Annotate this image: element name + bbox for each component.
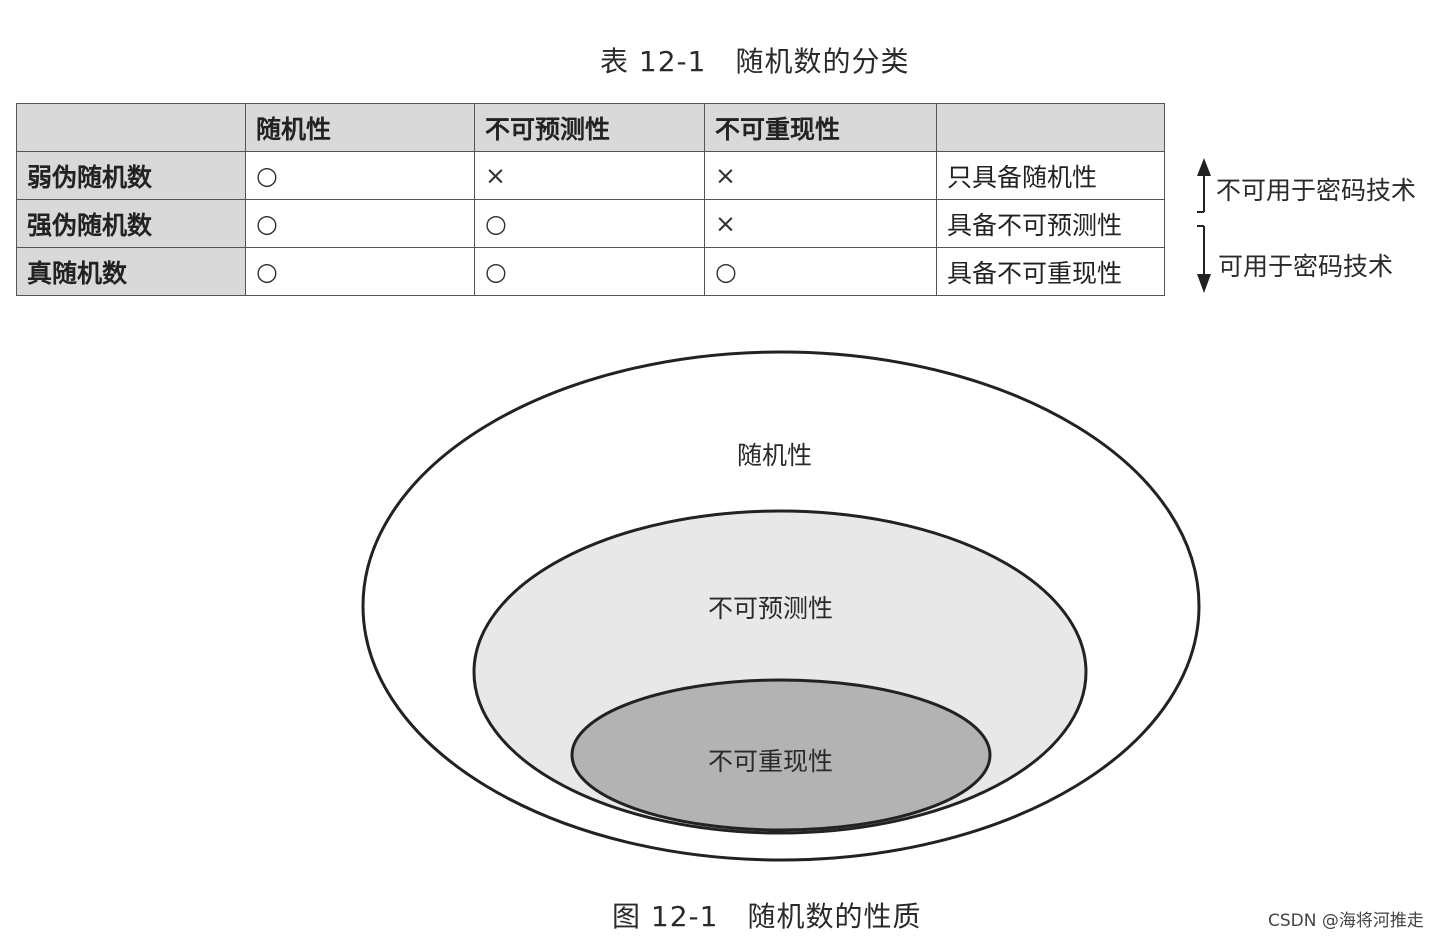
table-row: 真随机数 ○ ○ ○ 具备不可重现性 [16,247,1165,296]
header-cell-empty [16,103,246,152]
side-arrows [1197,158,1211,293]
table-row: 弱伪随机数 ○ × × 只具备随机性 [16,151,1165,200]
table-header-row: 随机性 不可预测性 不可重现性 [16,103,1165,152]
row-note: 只具备随机性 [936,151,1165,200]
side-note-not-usable: 不可用于密码技术 [1216,176,1417,205]
middle-ellipse-label: 不可预测性 [708,594,834,623]
cell-mark: × [704,199,937,248]
watermark: CSDN @海将河推走 [1268,911,1424,931]
down-arrow-icon [1197,225,1211,293]
cell-mark: ○ [474,199,705,248]
cell-mark: × [704,151,937,200]
table-caption: 表 12-1 随机数的分类 [600,45,910,78]
header-cell-randomness: 随机性 [245,103,475,152]
classification-table: 随机性 不可预测性 不可重现性 弱伪随机数 ○ × × 只具备随机性 强伪随机数… [16,103,1165,296]
row-note: 具备不可重现性 [936,247,1165,296]
cell-mark: ○ [245,247,475,296]
row-note: 具备不可预测性 [936,199,1165,248]
cell-mark: ○ [474,247,705,296]
outer-ellipse-label: 随机性 [737,441,813,470]
header-cell-note [936,103,1165,152]
cell-mark: × [474,151,705,200]
header-cell-irreproducibility: 不可重现性 [704,103,937,152]
row-header-true-rng: 真随机数 [16,247,246,296]
inner-ellipse-irreproducibility [570,678,992,832]
row-header-strong-prng: 强伪随机数 [16,199,246,248]
cell-mark: ○ [704,247,937,296]
side-note-usable: 可用于密码技术 [1218,252,1394,281]
up-arrow-icon [1197,158,1211,213]
table-row: 强伪随机数 ○ ○ × 具备不可预测性 [16,199,1165,248]
inner-ellipse-label: 不可重现性 [708,747,834,776]
row-header-weak-prng: 弱伪随机数 [16,151,246,200]
figure-caption: 图 12-1 随机数的性质 [612,900,922,933]
